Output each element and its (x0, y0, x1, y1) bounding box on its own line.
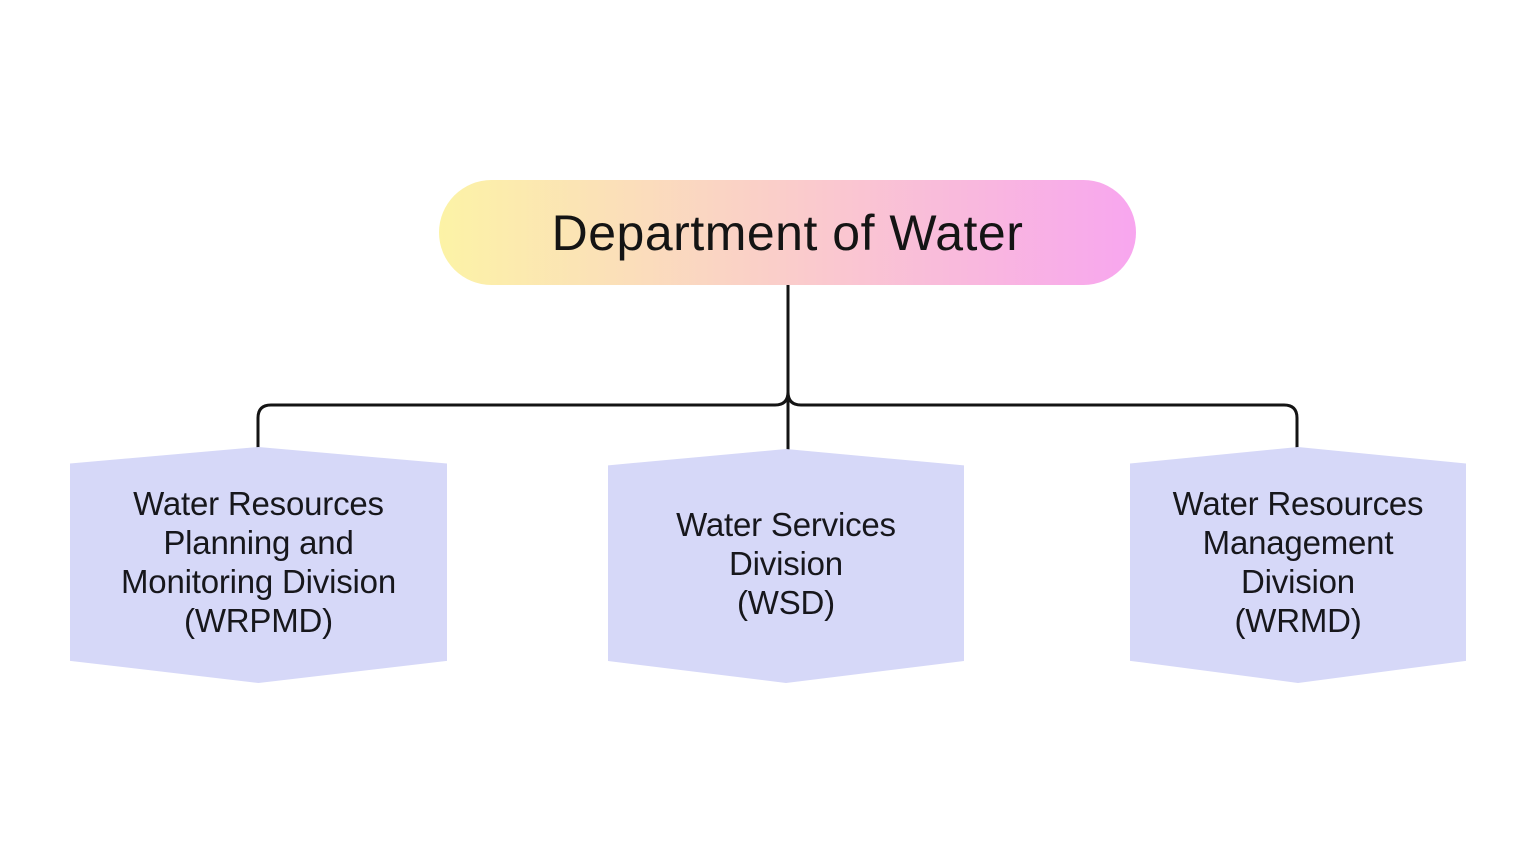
division-node-label: Water Resources Planning and Monitoring … (121, 484, 396, 640)
connector-root-to-left (256, 283, 790, 452)
label-line: Management (1202, 524, 1394, 561)
label-line: Division (1241, 563, 1355, 600)
label-line: Water Resources (133, 485, 384, 522)
label-line: (WRMD) (1234, 602, 1362, 639)
label-line: Water Services (676, 505, 896, 543)
label-line: (WRPMD) (184, 602, 333, 639)
label-line: (WSD) (737, 583, 835, 621)
division-node-label: Water Resources Management Division (WRM… (1173, 484, 1424, 640)
label-line: Water Resources (1172, 485, 1424, 522)
connector-root-to-right (786, 283, 1299, 452)
division-node-wsd: Water Services Division (WSD) (608, 449, 964, 683)
division-node-label: Water Services Division (WSD) (676, 505, 896, 622)
label-line: Monitoring Division (121, 563, 396, 600)
root-node-label: Department of Water (551, 204, 1024, 261)
division-node-wrpmd: Water Resources Planning and Monitoring … (70, 447, 447, 683)
label-line: Division (729, 544, 843, 582)
root-node-department-of-water: Department of Water (439, 180, 1136, 285)
division-node-wrmd: Water Resources Management Division (WRM… (1130, 447, 1466, 683)
label-line: Planning and (163, 524, 354, 561)
